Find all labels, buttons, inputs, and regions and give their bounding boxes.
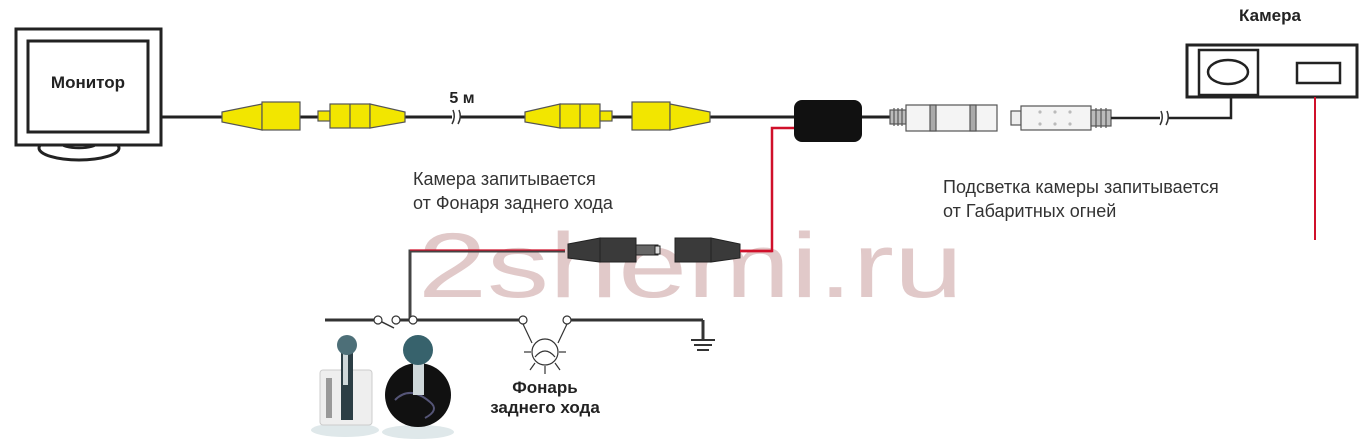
rca-male-connector-right <box>524 103 613 129</box>
ground-icon <box>691 339 715 351</box>
camera-label: Камера <box>1239 6 1301 25</box>
manual-gear-shifter-icon <box>382 335 454 439</box>
watermark: 2shemi.ru <box>418 215 963 317</box>
backlight-power-note-line2: от Габаритных огней <box>943 201 1116 221</box>
camera-power-note-line2: от Фонаря заднего хода <box>413 193 614 213</box>
reverse-lamp-label-line1: Фонарь <box>512 378 577 397</box>
cable-break-icon <box>451 109 462 125</box>
cable-break-icon <box>1159 110 1170 126</box>
monitor-icon <box>14 27 163 162</box>
reverse-switch-icon <box>373 315 418 325</box>
power-connector-male <box>567 237 661 263</box>
camera-power-note-line1: Камера запитывается <box>413 169 596 189</box>
camera-cable <box>1111 97 1233 120</box>
junction-box <box>794 100 862 142</box>
power-connector-female <box>674 237 741 263</box>
monitor-label: Монитор <box>51 73 125 92</box>
rca-female-connector-camera <box>631 101 711 131</box>
rca-female-connector-monitor <box>221 101 301 131</box>
reverse-circuit <box>325 318 705 340</box>
automatic-gear-shifter-icon <box>311 335 379 437</box>
cable-length-label: 5 м <box>449 90 474 107</box>
reverse-lamp-label-line2: заднего хода <box>490 398 600 417</box>
camera-icon <box>1185 43 1359 99</box>
camera-connector-male <box>1010 105 1112 131</box>
camera-connector-female <box>889 104 998 132</box>
backlight-power-note-line1: Подсветка камеры запитывается <box>943 177 1219 197</box>
rca-male-connector-left <box>317 103 406 129</box>
lamp-icon <box>518 315 572 374</box>
